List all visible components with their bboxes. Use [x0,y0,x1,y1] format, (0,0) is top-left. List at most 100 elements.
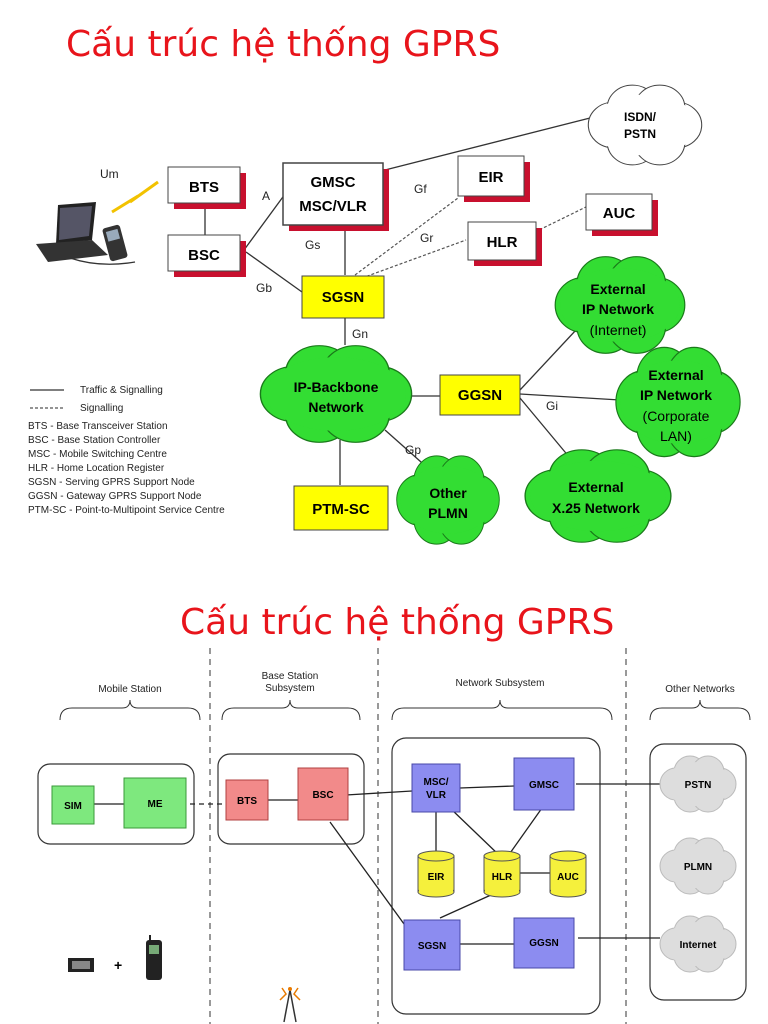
legend-item: MSC - Mobile Switching Centre [28,449,167,460]
gmsc-label: GMSC [311,174,356,191]
gi-interface-label: Gi [546,399,558,413]
eir2-label: EIR [428,872,445,883]
gmsc2-label: GMSC [529,780,559,791]
gn-interface-label: Gn [352,327,368,341]
section-brackets [59,699,751,721]
gmsc-box: GMSC MSC/VLR [282,162,389,231]
ggsn-label: GGSN [458,387,502,404]
sgsn2-label: SGSN [418,941,446,952]
eir-box: EIR [457,155,530,202]
legend-item: BTS - Base Transceiver Station [28,421,168,432]
gmsc-block: GMSC [513,757,575,811]
hlr2-label: HLR [492,872,513,883]
eir-cylinder: EIR [417,850,455,898]
ggsn-box: GGSN [439,374,521,416]
ptmsc-box: PTM-SC [293,485,389,531]
pstn-label: PSTN [685,780,712,791]
ipbb-label-2: Network [308,399,363,415]
plmn2-label: PLMN [684,862,712,873]
me-block: ME [123,777,187,829]
mobile-station-label: Mobile Station [98,684,161,695]
me-label: ME [148,799,163,810]
ext-corp-label-2: IP Network [640,387,712,403]
bss-label-1: Base Station [262,671,319,682]
legend-item: HLR - Home Location Register [28,463,165,474]
slide2-diagram: Mobile Station Base Station Subsystem Ne… [37,648,751,1024]
sgsn-label: SGSN [322,289,365,306]
ptmsc-label: PTM-SC [312,501,370,518]
ipbb-label-1: IP-Backbone [294,379,379,395]
other-networks-label: Other Networks [665,684,734,695]
legend-signalling: Signalling [80,403,123,414]
ext-corp-label-3: (Corporate [643,408,710,424]
ggsn2-label: GGSN [529,938,558,949]
legend-item: GGSN - Gateway GPRS Support Node [28,491,202,502]
x25-label-2: X.25 Network [552,500,640,516]
isdn-label-2: PSTN [624,127,656,141]
vlr-label: VLR [426,790,447,801]
a-interface-label: A [262,189,270,203]
antenna-icon [279,987,301,1023]
legend-item: PTM-SC - Point-to-Multipoint Service Cen… [28,505,225,516]
msc-vlr-block: MSC/ VLR [411,763,461,813]
hlr-cylinder: HLR [483,850,521,898]
bsc2-label: BSC [312,790,333,801]
slide1-title: Cấu trúc hệ thống GPRS [66,24,501,65]
slide1-legend: Traffic & Signalling Signalling BTS - Ba… [28,385,225,516]
ggsn-block: GGSN [513,917,575,969]
internet-label: Internet [680,940,717,951]
isdn-pstn-cloud [587,84,703,166]
legend-item: SGSN - Serving GPRS Support Node [28,477,195,488]
handset-icon [146,935,162,980]
slide1-signalling-links [354,197,591,279]
ext-corp-label-1: External [648,367,703,383]
bss-label-2: Subsystem [265,683,314,694]
auc-label: AUC [603,205,636,222]
ext-ip-label-3: (Internet) [590,322,647,338]
bts-box: BTS [167,166,246,209]
plmn-label-2: PLMN [428,505,468,521]
um-interface-label: Um [100,167,119,181]
legend-item: BSC - Base Station Controller [28,435,161,446]
bts2-label: BTS [237,796,257,807]
bsc-block: BSC [297,767,349,821]
auc-box: AUC [585,193,658,236]
bsc-box: BSC [167,234,246,277]
ext-ip-label-2: IP Network [582,301,654,317]
radio-link-icon [111,180,159,214]
gb-interface-label: Gb [256,281,272,295]
gr-interface-label: Gr [420,231,433,245]
hlr-label: HLR [487,234,518,251]
bts-label: BTS [189,179,219,196]
mobile-phone-icon [102,224,128,262]
external-x25-cloud [524,449,672,543]
x25-label-1: External [568,479,623,495]
pc-card-icon [68,958,94,972]
nss-label: Network Subsystem [456,678,545,689]
hlr-box: HLR [467,221,542,266]
slide2-links [94,783,660,945]
sim-block: SIM [51,785,95,825]
slide2-title: Cấu trúc hệ thống GPRS [180,602,615,643]
gs-interface-label: Gs [305,238,320,252]
sgsn-box: SGSN [301,275,385,319]
bts-block: BTS [225,779,269,821]
msc-vlr-label: MSC/VLR [299,198,367,215]
auc-cylinder: AUC [549,850,587,898]
eir-label: EIR [478,169,503,186]
sgsn-block: SGSN [403,919,461,971]
ext-corp-label-4: LAN) [660,428,692,444]
plus-sign: + [114,957,122,973]
section-dividers [209,648,627,1024]
laptop-icon [36,202,108,262]
gf-interface-label: Gf [414,182,427,196]
ext-ip-label-1: External [590,281,645,297]
auc2-label: AUC [557,872,579,883]
plmn-label-1: Other [429,485,467,501]
slide1-diagram: ISDN/ PSTN BTS BSC GMSC MSC/VLR EIR AUC [28,84,741,545]
gp-interface-label: Gp [405,443,421,457]
isdn-label-1: ISDN/ [624,110,657,124]
sim-label: SIM [64,801,82,812]
legend-traffic: Traffic & Signalling [80,385,163,396]
